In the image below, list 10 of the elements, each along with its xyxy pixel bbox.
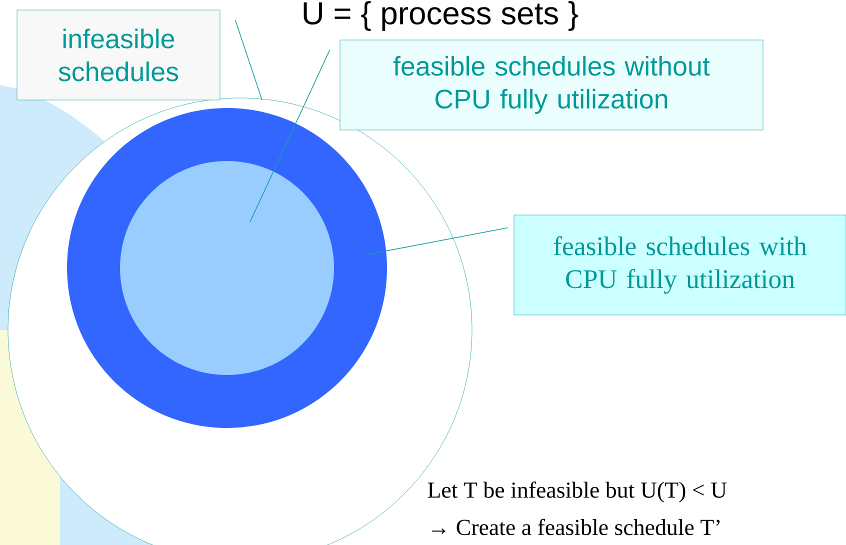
callout-box: feasible schedules with CPU fully utilization bbox=[514, 214, 846, 316]
leader-line bbox=[364, 227, 508, 256]
leader-line bbox=[250, 49, 330, 222]
circle-region bbox=[120, 161, 334, 375]
callout-box: feasible schedules without CPU fully utilization bbox=[340, 40, 764, 130]
note-text: Let T be infeasible but U(T) < U bbox=[428, 481, 727, 502]
note-text: → Create a feasible schedule T’ bbox=[432, 518, 720, 536]
leader-line bbox=[234, 19, 262, 100]
callout-box: infeasible schedules bbox=[16, 10, 220, 100]
title: U = { process sets } bbox=[304, 1, 578, 31]
